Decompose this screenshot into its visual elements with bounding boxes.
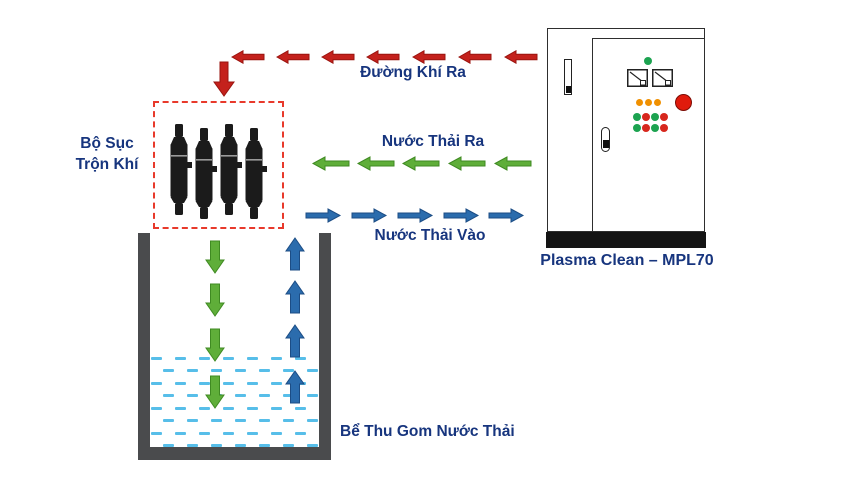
- air-out-label: Đường Khí Ra: [360, 64, 466, 81]
- air-out-arrow: [458, 50, 492, 64]
- indicator-light-orange: [636, 99, 643, 106]
- indicator-light-orange: [654, 99, 661, 106]
- button-red: [660, 113, 668, 121]
- gauge-meter: [652, 69, 673, 87]
- air-out-arrow: [321, 50, 355, 64]
- water-out-arrow: [312, 156, 350, 171]
- cabinet-door: [591, 38, 704, 231]
- water-in-arrow: [351, 208, 387, 223]
- cabinet-side-latch: [564, 59, 572, 95]
- cabinet-door-handle: [601, 127, 610, 152]
- cabinet-label: Plasma Clean – MPL70: [540, 252, 714, 269]
- aerator-down-arrow: [205, 375, 225, 409]
- water-out-arrow: [494, 156, 532, 171]
- aerator-label: Bộ Sục Trộn Khí: [75, 135, 139, 173]
- water-out-label: Nước Thải Ra: [381, 133, 485, 150]
- water-out-arrow: [402, 156, 440, 171]
- button-red: [642, 113, 650, 121]
- air-out-arrow: [276, 50, 310, 64]
- button-green: [633, 113, 641, 121]
- water-in-arrow: [397, 208, 433, 223]
- tank-up-arrow: [285, 370, 305, 404]
- aerator-unit-box: [153, 101, 284, 229]
- aerator-nozzle: [245, 128, 267, 219]
- air-out-arrow: [231, 50, 265, 64]
- air-out-down-arrow: [213, 61, 235, 97]
- aerator-nozzle: [170, 124, 192, 215]
- tank-label: Bể Thu Gom Nước Thải: [340, 423, 515, 440]
- air-out-arrow: [366, 50, 400, 64]
- aerator-down-arrow: [205, 283, 225, 317]
- water-out-arrow: [357, 156, 395, 171]
- button-green: [651, 124, 659, 132]
- gauge-meter: [627, 69, 648, 87]
- emergency-stop-button: [675, 94, 692, 111]
- button-green: [633, 124, 641, 132]
- water-out-arrow: [448, 156, 486, 171]
- air-out-arrow: [504, 50, 538, 64]
- button-red: [642, 124, 650, 132]
- aerator-nozzle: [220, 124, 242, 215]
- water-in-arrow: [443, 208, 479, 223]
- tank-up-arrow: [285, 280, 305, 314]
- water-in-label: Nước Thải Vào: [374, 227, 486, 244]
- button-red: [660, 124, 668, 132]
- plasma-cabinet: [547, 28, 705, 232]
- button-green: [651, 113, 659, 121]
- aerator-down-arrow: [205, 328, 225, 362]
- water-in-arrow: [488, 208, 524, 223]
- cabinet-base: [546, 232, 706, 248]
- aerator-nozzle: [195, 128, 217, 219]
- water-in-arrow: [305, 208, 341, 223]
- aerator-down-arrow: [205, 240, 225, 274]
- tank-up-arrow: [285, 237, 305, 271]
- tank-up-arrow: [285, 324, 305, 358]
- power-light-green: [644, 57, 652, 65]
- indicator-light-orange: [645, 99, 652, 106]
- air-out-arrow: [412, 50, 446, 64]
